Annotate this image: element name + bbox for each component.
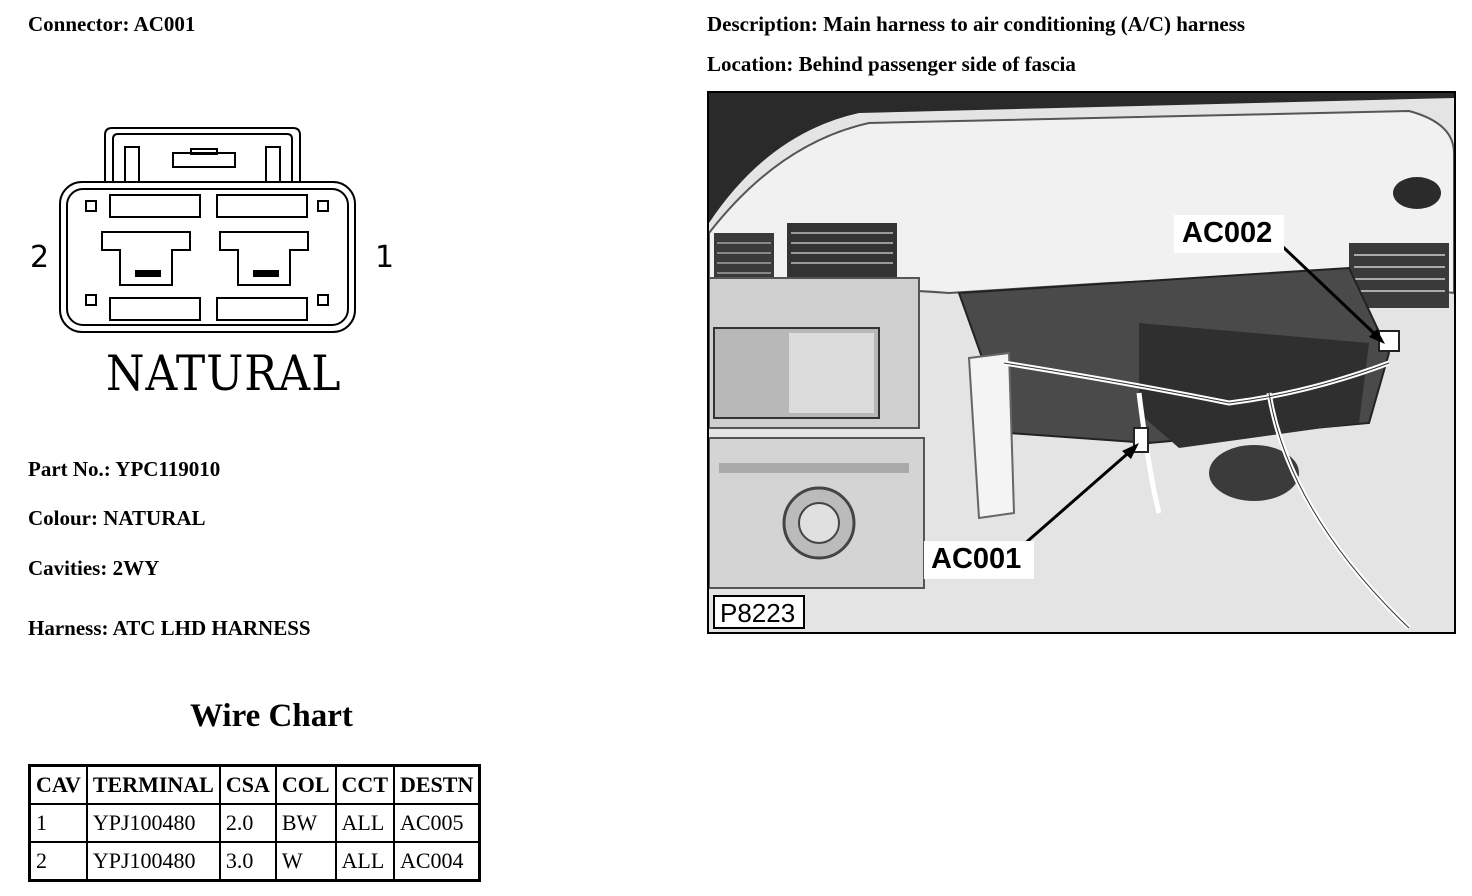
connector-line: Connector: AC001 bbox=[28, 12, 195, 37]
ac001-leader-line bbox=[1021, 446, 1135, 548]
detail-harness: Harness: ATC LHD HARNESS bbox=[28, 616, 311, 641]
wire-chart-header-row: CAV TERMINAL CSA COL CCT DESTN bbox=[28, 764, 481, 805]
location-value: Behind passenger side of fascia bbox=[798, 52, 1076, 76]
detail-value: ATC LHD HARNESS bbox=[112, 616, 311, 640]
detail-value: NATURAL bbox=[103, 506, 206, 530]
detail-value: YPC119010 bbox=[115, 457, 221, 481]
corner-key-tl bbox=[85, 200, 97, 212]
terminal-1 bbox=[253, 270, 279, 277]
ac001-callout: AC001 bbox=[931, 543, 1022, 575]
cavity-2 bbox=[101, 231, 191, 286]
ac002-callout-box bbox=[1174, 215, 1284, 253]
table-row: 2 YPJ100480 3.0 W ALL AC004 bbox=[28, 841, 481, 882]
connector-housing-outer bbox=[59, 181, 356, 333]
pin-1-label: 1 bbox=[375, 240, 395, 275]
col-header-cct: CCT bbox=[334, 764, 396, 805]
connector-face-diagram bbox=[59, 127, 356, 333]
detail-label: Colour: bbox=[28, 506, 98, 530]
description-value: Main harness to air conditioning (A/C) h… bbox=[823, 12, 1246, 36]
diagram-colour-label: NATURAL bbox=[106, 346, 342, 403]
cell-cct: ALL bbox=[334, 803, 396, 843]
detail-part-no: Part No.: YPC119010 bbox=[28, 457, 220, 482]
cell-cct: ALL bbox=[334, 841, 396, 882]
cell-csa: 2.0 bbox=[218, 803, 277, 843]
corner-key-br bbox=[317, 294, 329, 306]
detail-colour: Colour: NATURAL bbox=[28, 506, 206, 531]
corner-key-tr bbox=[317, 200, 329, 212]
detail-label: Cavities: bbox=[28, 556, 108, 580]
cell-destn: AC005 bbox=[393, 803, 481, 843]
detail-label: Part No.: bbox=[28, 457, 111, 481]
col-header-destn: DESTN bbox=[393, 764, 481, 805]
connector-value: AC001 bbox=[133, 12, 196, 36]
cell-terminal: YPJ100480 bbox=[85, 841, 221, 882]
pin-2-label: 2 bbox=[30, 240, 50, 275]
location-line: Location: Behind passenger side of fasci… bbox=[707, 52, 1076, 77]
cell-destn: AC004 bbox=[393, 841, 481, 882]
cavity-1 bbox=[219, 231, 309, 286]
connector-label: Connector: bbox=[28, 12, 130, 36]
cell-cav: 2 bbox=[28, 841, 88, 882]
dashboard-illustration bbox=[709, 93, 1454, 632]
table-row: 1 YPJ100480 2.0 BW ALL AC005 bbox=[28, 803, 481, 843]
ac001-callout-box bbox=[924, 541, 1034, 579]
wire-chart-table: CAV TERMINAL CSA COL CCT DESTN 1 YPJ1004… bbox=[28, 764, 482, 882]
figure-id: P8223 bbox=[720, 598, 796, 628]
col-header-cav: CAV bbox=[28, 764, 88, 805]
ac002-callout: AC002 bbox=[1182, 217, 1273, 249]
figure-id-box bbox=[713, 595, 805, 629]
latch-tower bbox=[104, 127, 301, 182]
cell-cav: 1 bbox=[28, 803, 88, 843]
connector-housing-inner bbox=[66, 188, 349, 326]
col-header-terminal: TERMINAL bbox=[85, 764, 221, 805]
detail-value: 2WY bbox=[112, 556, 160, 580]
location-photo: AC002 AC001 P8223 bbox=[707, 91, 1456, 634]
col-header-csa: CSA bbox=[218, 764, 277, 805]
location-label: Location: bbox=[707, 52, 794, 76]
detail-cavities: Cavities: 2WY bbox=[28, 556, 159, 581]
terminal-2 bbox=[135, 270, 161, 277]
description-line: Description: Main harness to air conditi… bbox=[707, 12, 1245, 37]
cell-col: BW bbox=[274, 803, 337, 843]
cell-terminal: YPJ100480 bbox=[85, 803, 221, 843]
col-header-col: COL bbox=[274, 764, 337, 805]
cell-col: W bbox=[274, 841, 337, 882]
ac002-leader-line bbox=[1279, 243, 1381, 340]
detail-label: Harness: bbox=[28, 616, 109, 640]
cell-csa: 3.0 bbox=[218, 841, 277, 882]
corner-key-bl bbox=[85, 294, 97, 306]
description-label: Description: bbox=[707, 12, 818, 36]
wire-chart-title: Wire Chart bbox=[190, 698, 353, 734]
